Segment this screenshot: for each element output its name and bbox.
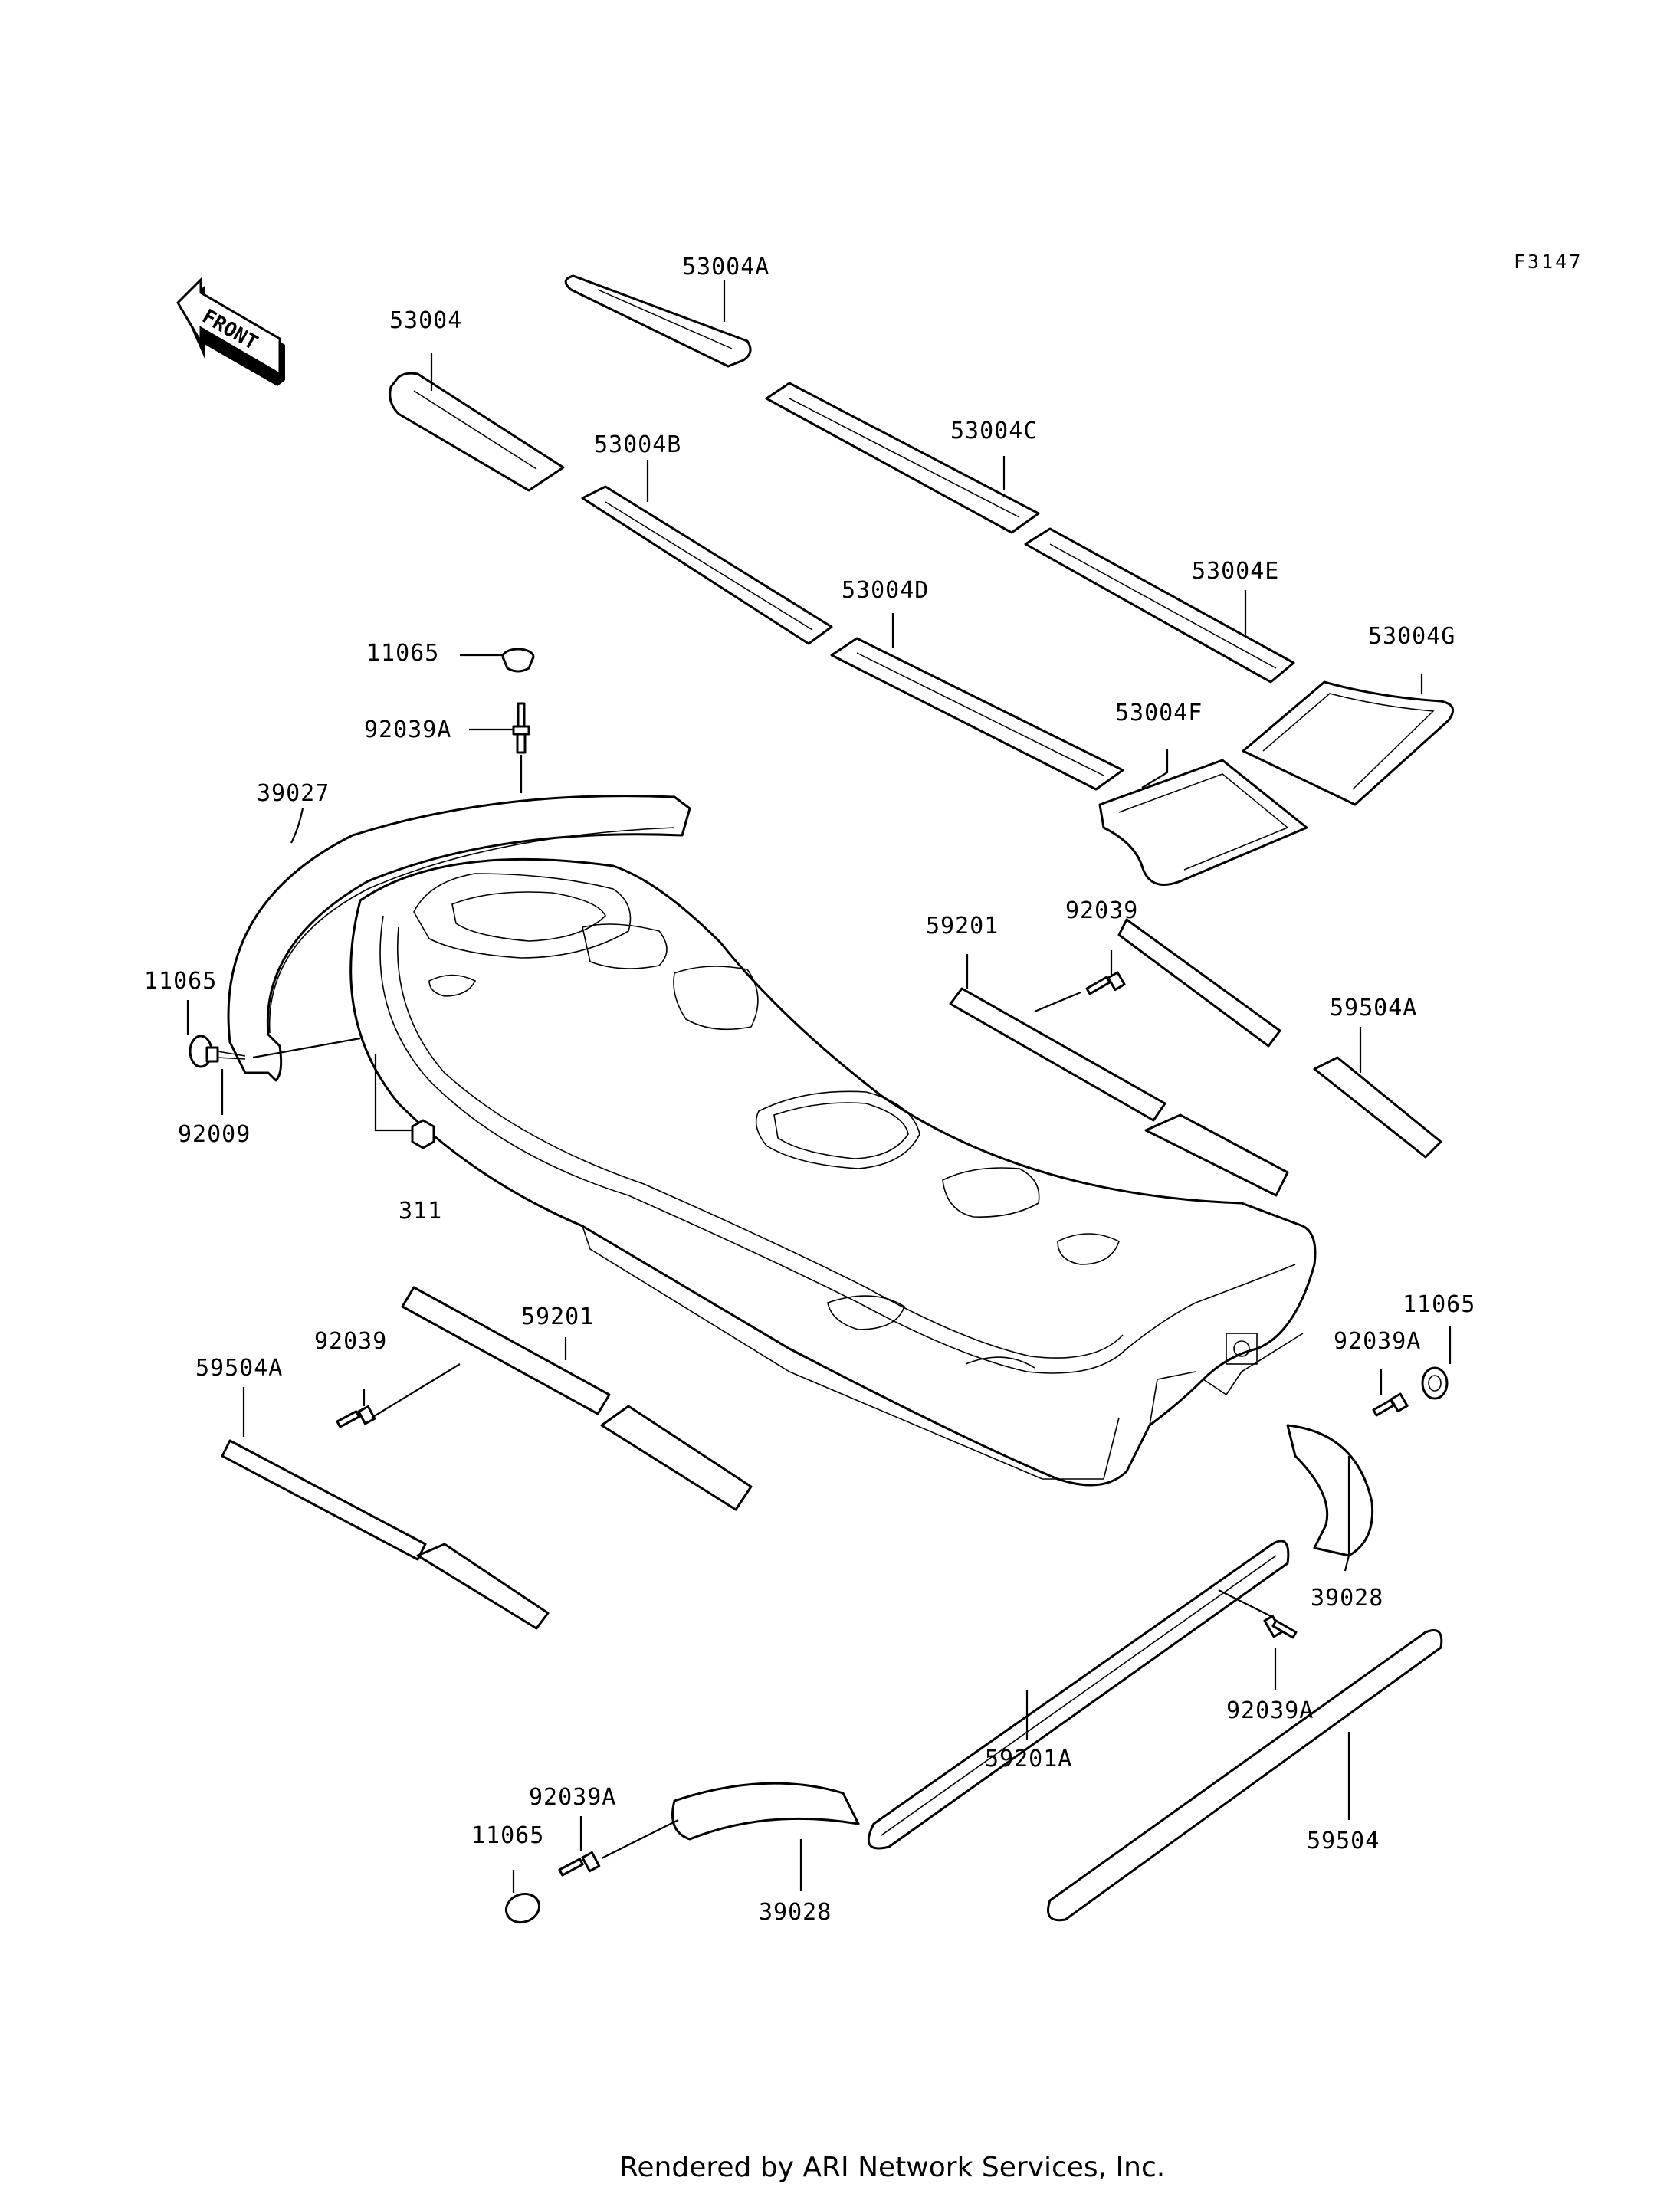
mat-53004F [1098, 759, 1308, 886]
label-92039A-bottom: 92039A [529, 1784, 616, 1811]
leader-lines [186, 280, 1452, 1893]
label-11065-bottom: 11065 [471, 1822, 544, 1849]
front-arrow-icon: FRONT [176, 277, 285, 386]
nut-311-icon [411, 1119, 435, 1149]
label-53004G: 53004G [1368, 623, 1455, 650]
rail-59504A-left [221, 1439, 550, 1630]
label-92009: 92009 [178, 1121, 251, 1148]
rail-59201-right [949, 987, 1289, 1197]
label-59504A-left: 59504A [195, 1355, 283, 1382]
label-39027: 39027 [257, 780, 330, 807]
rail-59504 [1047, 1629, 1443, 1922]
label-53004A: 53004A [682, 254, 769, 280]
mat-53004G [1242, 680, 1455, 806]
label-59504: 59504 [1307, 1828, 1380, 1854]
label-92039A-top: 92039A [364, 716, 451, 743]
mat-53004B [581, 485, 833, 645]
cap-11065-bottom-icon [504, 1892, 541, 1924]
label-92039-right: 92039 [1065, 897, 1138, 924]
rail-59504A-right [1117, 918, 1442, 1159]
rail-59201A [867, 1540, 1290, 1850]
label-92039A-right: 92039A [1334, 1328, 1421, 1355]
mat-53004D [830, 637, 1124, 791]
cap-11065-right-icon [1421, 1366, 1449, 1400]
label-59201A: 59201A [985, 1746, 1072, 1772]
rivet-92039-left-icon [336, 1405, 376, 1428]
mat-53004 [389, 372, 565, 492]
hull-body [349, 857, 1317, 1487]
rail-59201-left [401, 1286, 753, 1511]
label-53004: 53004 [389, 307, 462, 334]
label-11065-left: 11065 [144, 968, 217, 995]
label-311: 311 [399, 1198, 442, 1225]
label-11065-right: 11065 [1403, 1291, 1475, 1318]
label-53004D: 53004D [842, 577, 929, 604]
label-92039A-mid: 92039A [1226, 1697, 1314, 1724]
label-59201-left: 59201 [521, 1303, 594, 1330]
mat-53004A [564, 274, 752, 368]
bumper-39028-right [1286, 1424, 1374, 1557]
rivet-92039A-mid-icon [1263, 1615, 1298, 1639]
label-53004B: 53004B [594, 431, 681, 458]
screw-92009-icon [205, 1046, 246, 1063]
label-11065-top: 11065 [366, 640, 439, 667]
footer-credit: Rendered by ARI Network Services, Inc. [619, 2152, 1165, 2183]
mat-53004E [1024, 527, 1295, 684]
bumper-39028-bottom [671, 1782, 860, 1841]
label-59504A-right: 59504A [1330, 995, 1417, 1021]
rivet-92039A-top-icon [512, 702, 530, 754]
label-53004C: 53004C [950, 418, 1038, 444]
label-53004F: 53004F [1115, 700, 1203, 726]
label-59201-right: 59201 [926, 913, 999, 939]
part-labels: 53004A 53004 53004B 53004C 53004D 53004E… [144, 254, 1475, 1926]
label-39028-right: 39028 [1311, 1585, 1383, 1612]
label-92039-left: 92039 [314, 1328, 387, 1355]
rivet-92039A-bottom-icon [558, 1851, 601, 1877]
mat-53004C [765, 382, 1040, 534]
label-53004E: 53004E [1192, 558, 1279, 585]
rivet-92039-right-icon [1085, 971, 1126, 995]
label-39028-bottom: 39028 [759, 1899, 832, 1926]
figure-code: F3147 [1514, 251, 1583, 273]
bumper-39027 [227, 795, 691, 1082]
cap-11065-top-icon [501, 648, 535, 673]
rivet-92039A-right-icon [1372, 1392, 1409, 1417]
